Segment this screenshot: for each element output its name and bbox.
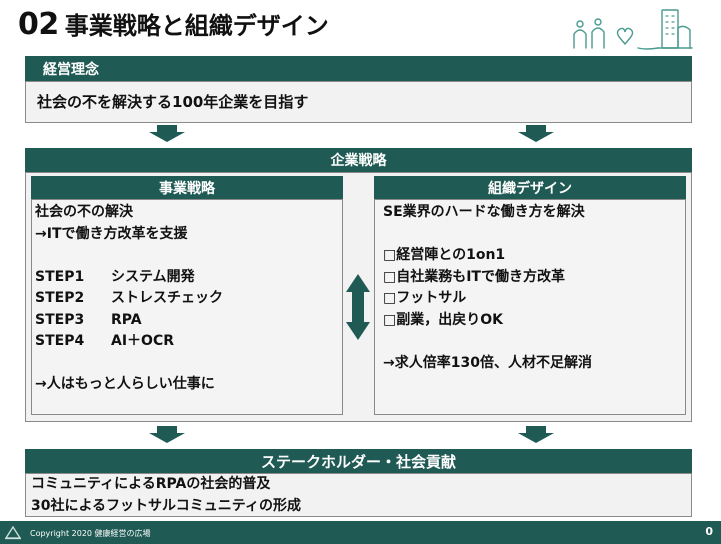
organization-design-body: SE業界のハードな働き方を解決 □経営陣との1on1 □自社業務もITで働き方改… [383,202,592,374]
stakeholder-line: 30社によるフットサルコミュニティの形成 [31,497,301,514]
philosophy-header-label: 経営理念 [43,61,99,78]
step-row: STEP4 AI＋OCR [35,331,223,353]
strategy-header-label: 企業戦略 [330,153,387,169]
organization-design-header: 組織デザイン [374,176,686,199]
organization-design-panel: SE業界のハードな働き方を解決 □経営陣との1on1 □自社業務もITで働き方改… [374,199,686,415]
double-arrow-icon [346,274,370,340]
page-number: 0 [705,525,713,538]
philosophy-header: 経営理念 [25,56,692,81]
step-label: STEP2 [35,290,85,306]
strategy-header: 企業戦略 [25,148,692,172]
title-number: 02 [18,7,59,42]
business-strategy-panel: 社会の不の解決 →ITで働き方改革を支援 STEP1 システム開発 STEP2 … [31,199,343,415]
organization-item: □経営陣との1on1 [383,247,506,263]
organization-item: □自社業務もITで働き方改革 [383,268,565,285]
step-text: ストレスチェック [111,290,223,306]
slide-title: 02 事業戦略と組織デザイン [18,6,329,50]
step-text: AI＋OCR [111,333,174,349]
step-row: STEP2 ストレスチェック [35,288,223,310]
stakeholder-header-label: ステークホルダー・社会貢献 [260,452,456,471]
house-logo-icon [4,525,22,540]
business-strategy-body: 社会の不の解決 →ITで働き方改革を支援 STEP1 システム開発 STEP2 … [35,202,223,396]
organization-design-header-label: 組織デザイン [488,180,572,197]
business-strategy-header-label: 事業戦略 [159,180,215,197]
business-conclusion: →人はもっと人らしい仕事に [35,376,215,392]
step-label: STEP3 [35,311,85,328]
business-strategy-header: 事業戦略 [31,176,343,199]
organization-item: □副業，出戻りOK [383,311,503,328]
step-label: STEP1 [35,268,85,285]
stakeholder-panel: コミュニティによるRPAの社会的普及 30社によるフットサルコミュニティの形成 [25,473,692,517]
philosophy-panel: 社会の不を解決する100年企業を目指す [25,81,692,123]
step-text: RPA [111,311,142,328]
business-line: 社会の不の解決 [35,204,133,220]
title-text: 事業戦略と組織デザイン [64,12,329,40]
organization-conclusion: →求人倍率130倍、人材不足解消 [383,354,592,371]
philosophy-statement: 社会の不を解決する100年企業を目指す [37,93,309,111]
step-text: システム開発 [111,268,195,285]
organization-lead: SE業界のハードな働き方を解決 [383,204,585,220]
organization-item: □フットサル [383,290,467,306]
footer: Copyright 2020 健康経営の広場 0 [0,521,721,544]
stakeholder-header: ステークホルダー・社会貢献 [25,449,692,473]
footer-copyright: Copyright 2020 健康経営の広場 [30,529,151,538]
people-building-logo-icon [573,9,693,50]
business-line: →ITで働き方改革を支援 [35,225,188,242]
step-label: STEP4 [35,333,85,349]
step-row: STEP3 RPA [35,310,223,332]
step-row: STEP1 システム開発 [35,267,223,289]
stakeholder-body: コミュニティによるRPAの社会的普及 30社によるフットサルコミュニティの形成 [31,474,301,517]
stakeholder-line: コミュニティによるRPAの社会的普及 [31,476,271,492]
